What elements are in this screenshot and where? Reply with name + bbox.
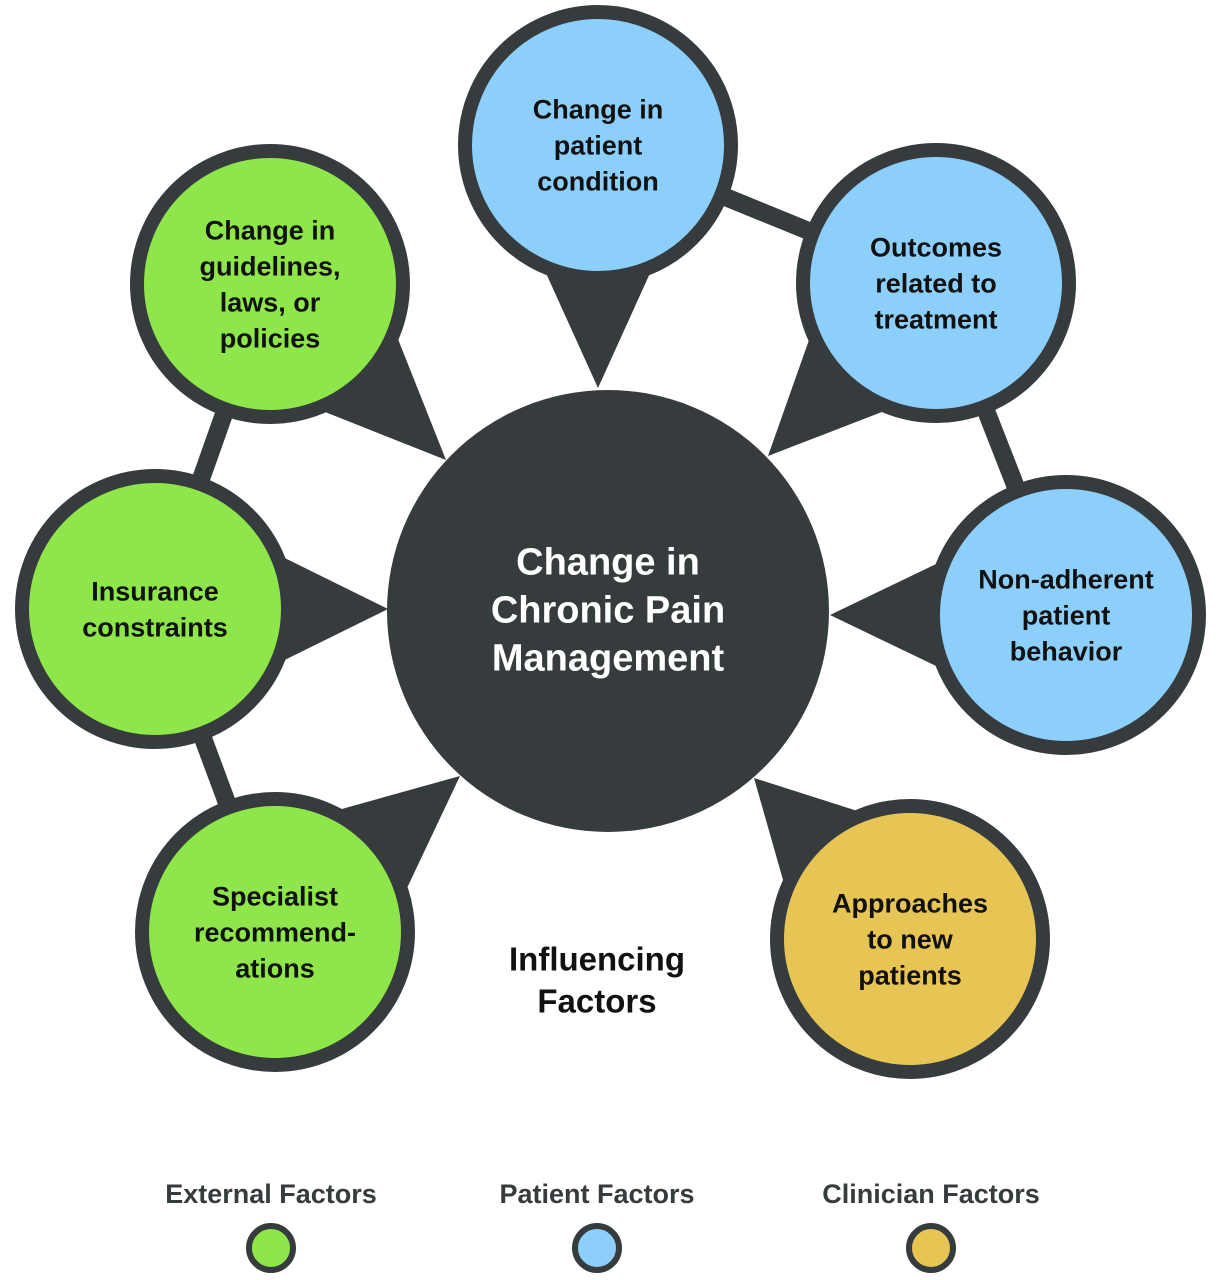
approaches-to-new-patients-node: Approaches to new patients [770,799,1050,1079]
legend-item-external: External Factors [165,1179,377,1273]
non-adherent-patient-behavior-label: Non-adherent patient behavior [978,564,1154,666]
legend-label-patient: Patient Factors [499,1179,694,1209]
approaches-to-new-patients-line: patients [858,960,962,990]
legend: External Factors Patient Factors Clinician… [165,1179,1040,1273]
approaches-to-new-patients-line: to new [867,924,953,954]
center-circle [387,390,829,832]
insurance-constraints-node: Insurance constraints [15,469,295,749]
non-adherent-patient-behavior-pointer [830,560,944,670]
change-in-patient-condition-line: patient [554,130,643,160]
legend-swatch-external [246,1223,296,1273]
specialist-recommendations-label: Specialist recommend-ations [194,881,356,983]
specialist-recommendations-line: Specialist [212,881,338,911]
outcomes-related-to-treatment-pointer [768,332,890,456]
outcomes-related-to-treatment-line: Outcomes [870,232,1002,262]
change-in-patient-condition-pointer [543,267,653,388]
change-in-patient-condition-line: condition [537,166,658,196]
legend-item-clinician: Clinician Factors [822,1179,1040,1273]
specialist-recommendations-pointer [333,776,460,895]
approaches-to-new-patients-circle [770,799,1050,1079]
insurance-constraints-line: constraints [82,612,228,642]
center-line: Change in [516,541,700,583]
change-in-guidelines-line: policies [220,323,321,353]
pointer-wedges [277,267,944,895]
non-adherent-patient-behavior-circle [926,475,1206,755]
caption-line: Influencing [509,941,685,978]
change-in-guidelines-line: Change in [205,215,336,245]
legend-item-patient: Patient Factors [499,1179,695,1273]
outcomes-related-to-treatment-node: Outcomes related to treatment [796,143,1076,423]
non-adherent-patient-behavior-line: Non-adherent [978,564,1154,594]
caption-line: Factors [537,983,656,1020]
insurance-constraints-label: Insurance constraints [82,576,228,642]
change-in-guidelines-node: Change in guidelines, laws, or policies [130,144,410,424]
legend-label-clinician: Clinician Factors [822,1179,1040,1209]
change-in-patient-condition-line: Change in [533,94,664,124]
center-line: Chronic Pain [491,589,725,631]
specialist-recommendations-node: Specialist recommend-ations [135,792,415,1072]
insurance-constraints-circle [15,469,295,749]
outcomes-related-to-treatment-line: treatment [874,304,997,334]
legend-label-external: External Factors [165,1179,377,1209]
non-adherent-patient-behavior-line: behavior [1010,636,1123,666]
change-in-patient-condition-label: Change in patient condition [533,94,664,196]
change-in-guidelines-line: guidelines, [199,251,340,281]
change-in-guidelines-label: Change in guidelines, laws, or policies [199,215,340,353]
approaches-to-new-patients-pointer [754,778,865,890]
outcomes-related-to-treatment-line: related to [875,268,997,298]
legend-swatch-patient [572,1223,622,1273]
change-in-guidelines-pointer [317,331,446,460]
specialist-recommendations-circle [135,792,415,1072]
change-in-guidelines-circle [130,144,410,424]
insurance-constraints-line: Insurance [91,576,219,606]
approaches-to-new-patients-line: Approaches [832,888,988,918]
non-adherent-patient-behavior-node: Non-adherent patient behavior [926,475,1206,755]
change-in-patient-condition-circle [458,5,738,285]
outcomes-related-to-treatment-label: Outcomes related to treatment [870,232,1002,334]
specialist-recommendations-line: ations [235,953,315,983]
insurance-constraints-pointer [277,554,388,664]
approaches-to-new-patients-label: Approaches to new patients [832,888,988,990]
legend-swatch-clinician [906,1223,956,1273]
non-adherent-patient-behavior-line: patient [1022,600,1111,630]
change-in-guidelines-line: laws, or [220,287,321,317]
specialist-recommendations-line: recommend- [194,917,356,947]
center-line: Management [492,637,725,679]
outcomes-related-to-treatment-circle [796,143,1076,423]
change-in-patient-condition-node: Change in patient condition [458,5,738,285]
